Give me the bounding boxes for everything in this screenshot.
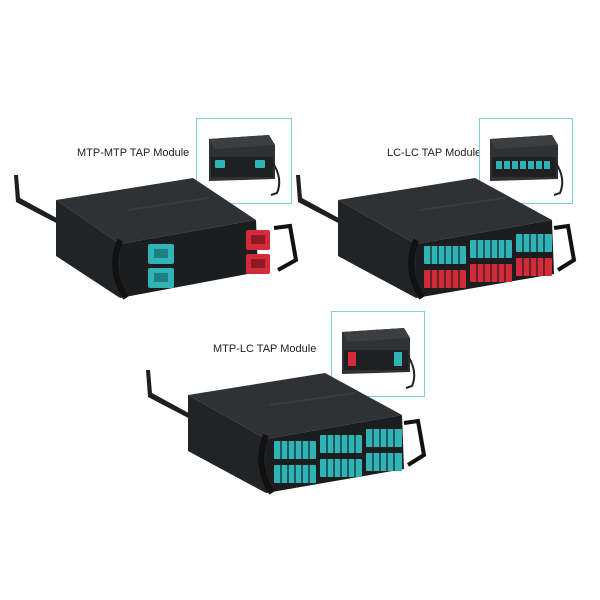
module-title-mtp-lc: MTP-LC TAP Module <box>213 343 317 355</box>
inset-photo-mtp-lc <box>331 311 425 397</box>
module-lc-lc <box>296 175 577 300</box>
inset-photo-mtp-mtp <box>196 118 292 204</box>
inset-aqua-port <box>394 352 402 366</box>
inset-lc-aqua-ports <box>496 161 550 169</box>
module-title-mtp-mtp: MTP-MTP TAP Module <box>77 147 190 159</box>
module-mtp-mtp <box>14 175 299 300</box>
inset-red-port <box>348 352 356 366</box>
module-mtp-lc <box>146 370 427 495</box>
inset-mtp-aqua-port <box>215 160 225 168</box>
module-title-lc-lc: LC-LC TAP Module <box>387 147 482 159</box>
